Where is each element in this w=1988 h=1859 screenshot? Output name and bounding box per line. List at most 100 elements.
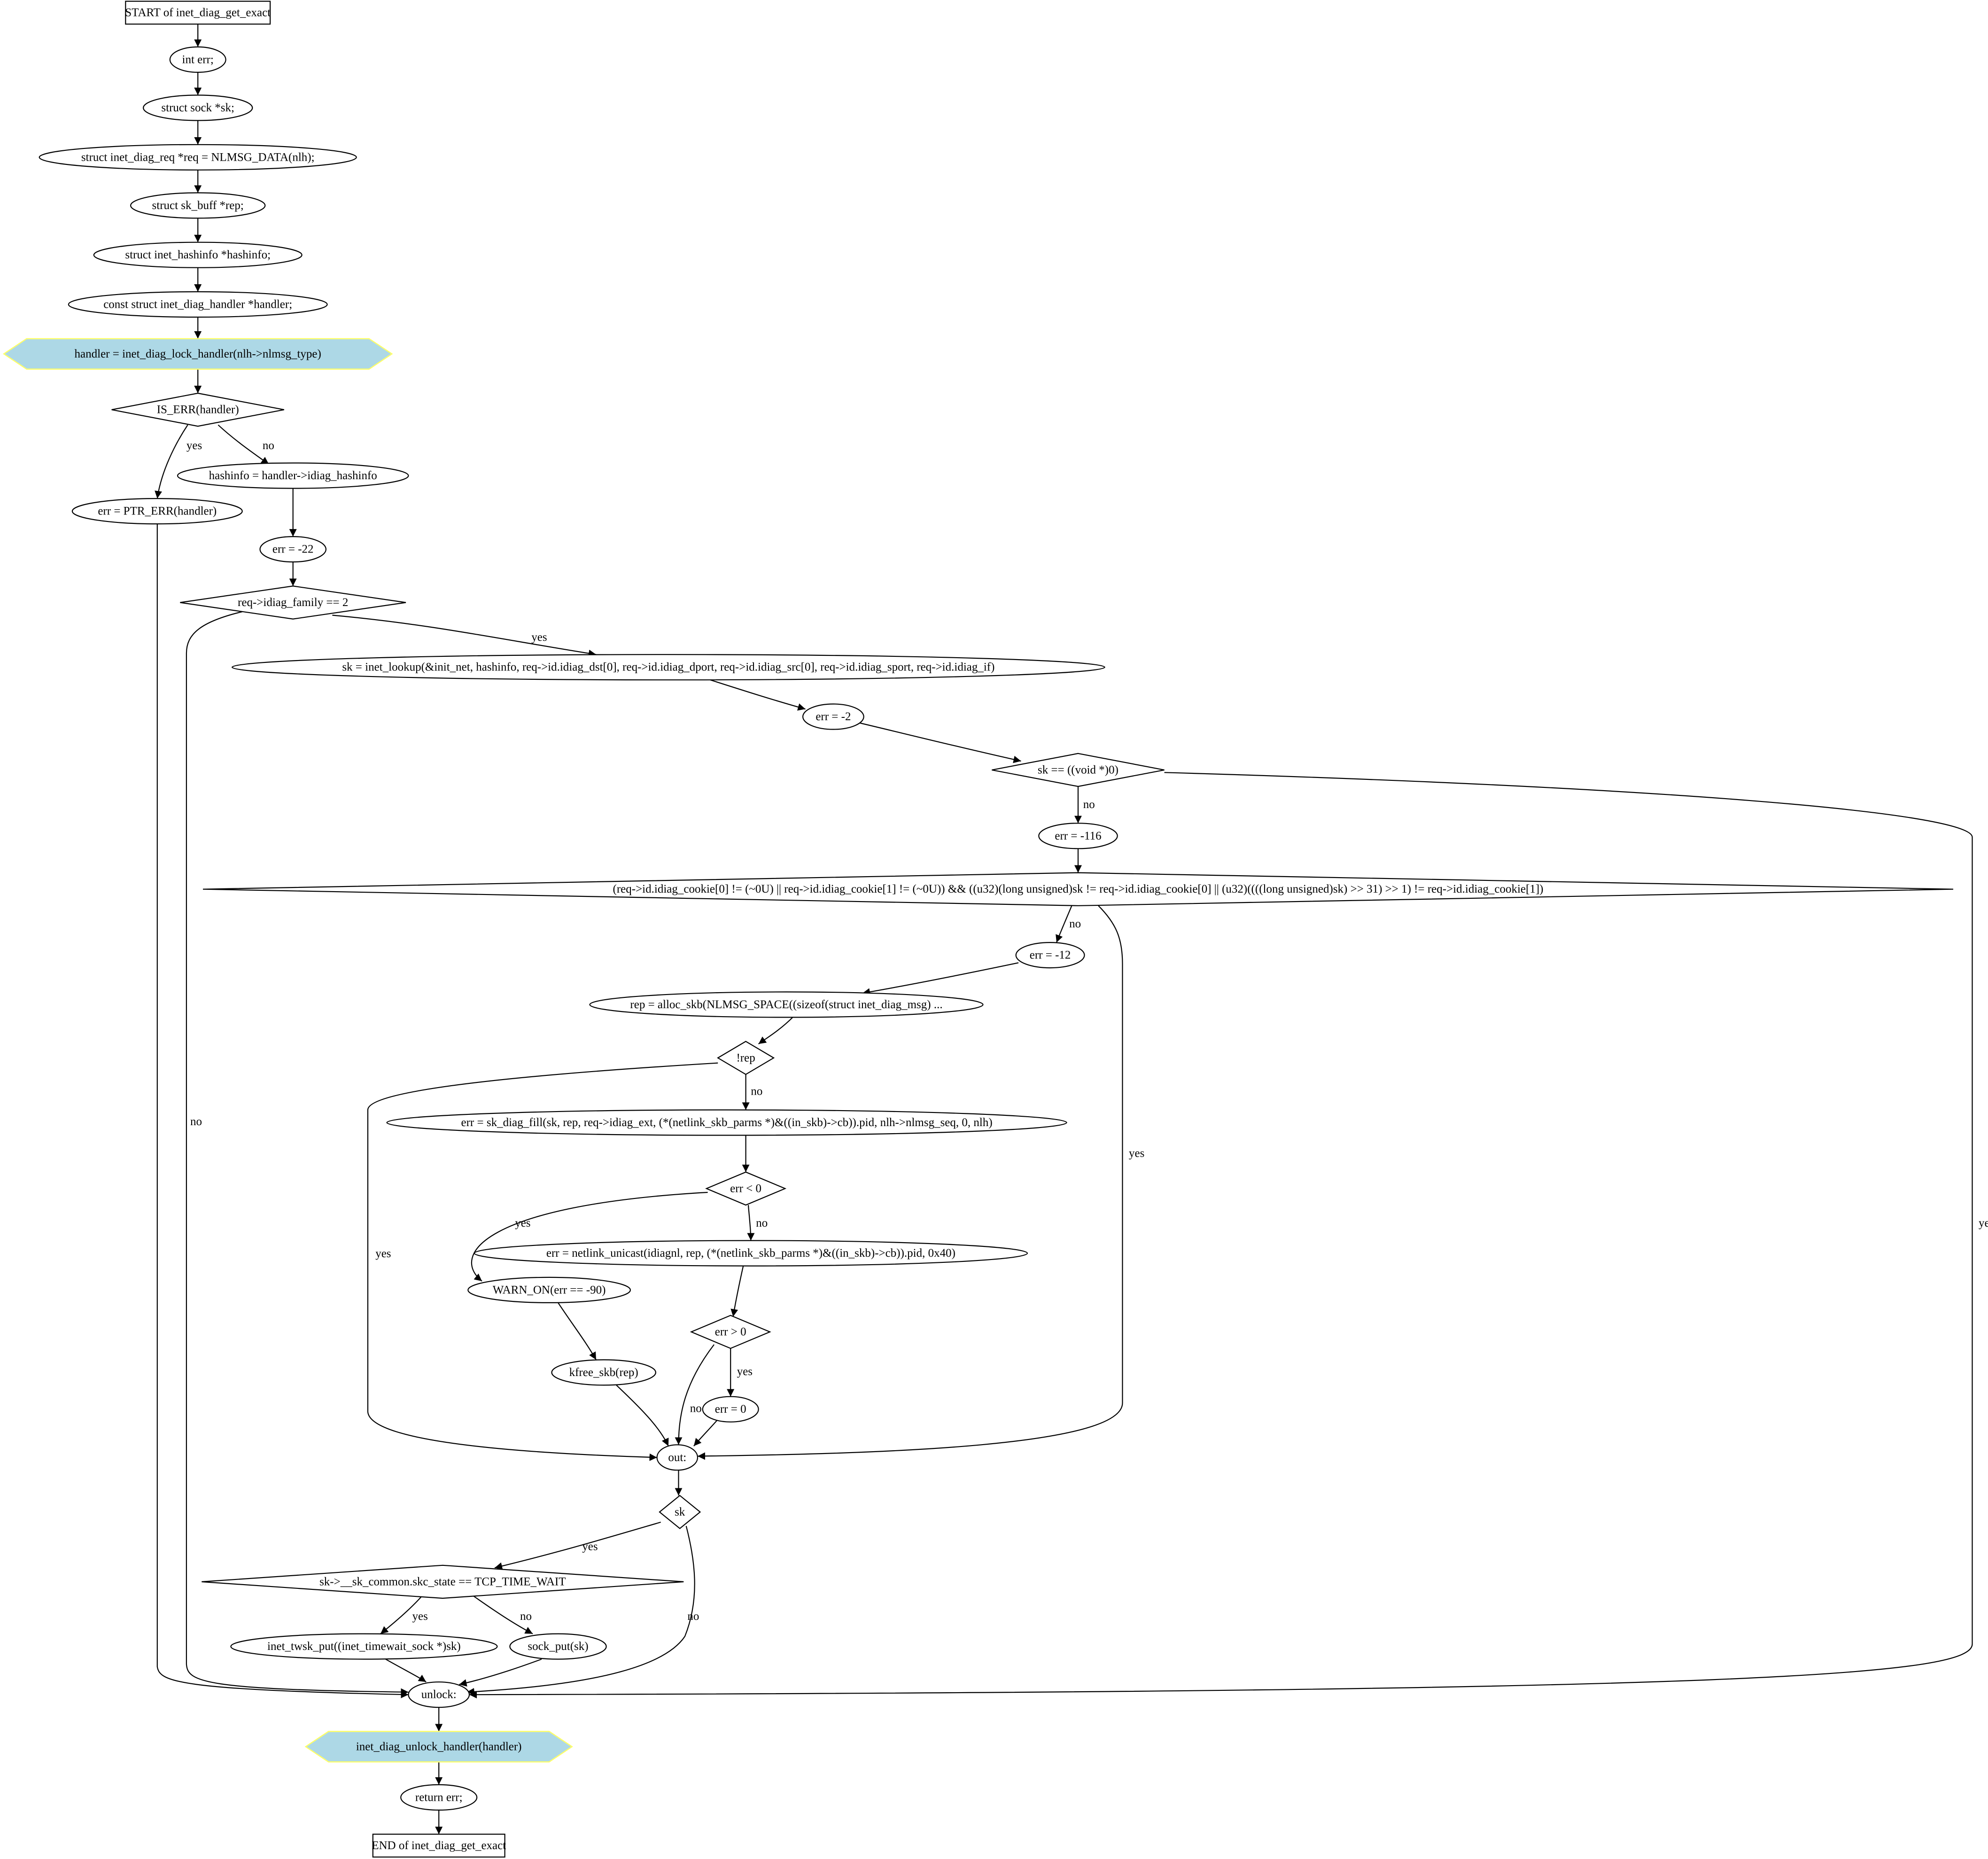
edge-label-no: no	[1083, 798, 1095, 811]
call-hexagon	[2, 338, 393, 370]
statement-ellipse	[259, 536, 326, 563]
statement-ellipse	[68, 291, 328, 318]
edge-d_rep-to-n_out	[367, 1062, 718, 1461]
statement-ellipse	[802, 703, 864, 730]
node-n-err0: err = 0	[702, 1396, 759, 1423]
edge-d_family-to-n_unlock	[186, 611, 409, 1696]
node-n-rep-decl: struct sk_buff *rep;	[130, 192, 266, 219]
node-label: return err;	[415, 1791, 463, 1804]
edge-d_is_err-to-n_ptr_err	[155, 424, 188, 499]
node-n-err22: err = -22	[259, 536, 326, 563]
node-label: err > 0	[715, 1326, 746, 1338]
edge-d_family-to-n_lookup	[332, 614, 597, 657]
node-n-warn: WARN_ON(err == -90)	[467, 1276, 631, 1303]
node-label: inet_diag_unlock_handler(handler)	[356, 1740, 522, 1753]
node-d-err-lt0: err < 0	[705, 1171, 787, 1206]
node-label: struct inet_diag_req *req = NLMSG_DATA(n…	[81, 151, 315, 163]
node-label: START of inet_diag_get_exact	[125, 7, 271, 19]
edge-label-yes: yes	[186, 439, 202, 452]
node-d-is-err: IS_ERR(handler)	[111, 392, 285, 427]
node-n-unicast: err = netlink_unicast(idiagnl, rep, (*(n…	[474, 1240, 1028, 1267]
node-n-err116: err = -116	[1038, 823, 1118, 849]
node-d-err-gt0: err > 0	[690, 1315, 771, 1349]
node-label: err = -22	[272, 543, 314, 556]
node-label: kfree_skb(rep)	[569, 1366, 638, 1379]
node-label: sk	[675, 1506, 685, 1518]
node-label: req->idiag_family == 2	[238, 596, 348, 609]
edge-label-yes: yes	[1129, 1147, 1144, 1160]
edge-d_state-to-n_twsk	[380, 1596, 422, 1634]
node-label: struct inet_hashinfo *hashinfo;	[125, 249, 271, 261]
node-label: sock_put(sk)	[528, 1640, 588, 1653]
decision-diamond	[690, 1315, 771, 1349]
terminal-box	[125, 0, 271, 25]
node-n-return: return err;	[400, 1784, 478, 1811]
node-label: rep = alloc_skb(NLMSG_SPACE((sizeof(stru…	[630, 998, 942, 1011]
edge-label-no: no	[520, 1610, 532, 1623]
statement-ellipse	[509, 1633, 607, 1660]
node-n-sockput: sock_put(sk)	[509, 1633, 607, 1660]
node-n-sock: struct sock *sk;	[143, 94, 253, 121]
node-n-kfree: kfree_skb(rep)	[551, 1359, 656, 1386]
node-n-ptr-err: err = PTR_ERR(handler)	[71, 498, 243, 525]
node-n-unlock-handler: inet_diag_unlock_handler(handler)	[304, 1731, 573, 1763]
edge-n_err0-to-n_out	[693, 1419, 719, 1447]
edge-n_unicast-to-d_err_gt0	[730, 1266, 744, 1317]
edge-n_err2-to-d_sk_null	[860, 722, 1021, 763]
decision-diamond	[202, 1564, 684, 1599]
call-hexagon	[304, 1731, 573, 1763]
statement-ellipse	[467, 1276, 631, 1303]
statement-ellipse	[589, 991, 984, 1018]
node-d-sk-null: sk == ((void *)0)	[992, 753, 1165, 787]
edge-d_cookie-to-n_out	[697, 905, 1123, 1460]
node-n-lock: handler = inet_diag_lock_handler(nlh->nl…	[2, 338, 393, 370]
edge-n_warn-to-n_kfree	[558, 1302, 597, 1360]
node-label: err = PTR_ERR(handler)	[98, 505, 217, 518]
edge-n_err12-to-n_alloc	[862, 962, 1019, 996]
statement-ellipse	[400, 1784, 478, 1811]
node-label: (req->id.idiag_cookie[0] != (~0U) || req…	[613, 883, 1544, 895]
decision-diamond	[180, 585, 406, 620]
node-n-err2: err = -2	[802, 703, 864, 730]
node-d-cookie: (req->id.idiag_cookie[0] != (~0U) || req…	[202, 872, 1954, 906]
node-d-rep: !rep	[717, 1041, 775, 1075]
edge-labels-layer: yesnonoyesnoyesnoyesnoyesyesnoyesnoyesno…	[186, 439, 1988, 1623]
statement-ellipse	[1015, 941, 1085, 969]
node-label: handler = inet_diag_lock_handler(nlh->nl…	[75, 348, 321, 360]
statement-ellipse	[702, 1396, 759, 1423]
node-label: int err;	[182, 53, 214, 66]
node-label: err = -2	[815, 710, 851, 723]
edge-d_sk-to-n_unlock	[466, 1525, 695, 1696]
node-label: sk->__sk_common.skc_state == TCP_TIME_WA…	[319, 1575, 566, 1588]
node-n-unlock: unlock:	[408, 1681, 470, 1708]
statement-ellipse	[71, 498, 243, 525]
node-label: !rep	[736, 1051, 755, 1064]
statement-ellipse	[656, 1444, 699, 1471]
node-label: err = 0	[715, 1403, 746, 1416]
node-label: END of inet_diag_get_exact	[372, 1839, 506, 1852]
statement-ellipse	[232, 654, 1105, 681]
edge-label-no: no	[1069, 918, 1081, 930]
node-label: hashinfo = handler->idiag_hashinfo	[209, 469, 377, 482]
edge-d_err_lt0-to-n_warn	[471, 1191, 708, 1282]
edge-label-yes: yes	[737, 1365, 753, 1378]
statement-ellipse	[230, 1633, 498, 1660]
node-n-twsk: inet_twsk_put((inet_timewait_sock *)sk)	[230, 1633, 498, 1660]
node-start: START of inet_diag_get_exact	[125, 0, 271, 25]
edge-label-yes: yes	[515, 1217, 530, 1229]
decision-diamond	[659, 1494, 701, 1529]
node-label: sk = inet_lookup(&init_net, hashinfo, re…	[342, 661, 994, 674]
node-label: struct sock *sk;	[161, 101, 234, 114]
node-n-err12: err = -12	[1015, 941, 1085, 969]
edge-label-no: no	[687, 1610, 699, 1623]
node-n-int-err: int err;	[169, 46, 226, 73]
node-label: err < 0	[730, 1182, 761, 1195]
statement-ellipse	[143, 94, 253, 121]
statement-ellipse	[130, 192, 266, 219]
node-end: END of inet_diag_get_exact	[372, 1834, 506, 1858]
node-n-fill: err = sk_diag_fill(sk, rep, req->idiag_e…	[386, 1109, 1067, 1136]
node-label: err = -12	[1030, 949, 1071, 962]
node-n-alloc: rep = alloc_skb(NLMSG_SPACE((sizeof(stru…	[589, 991, 984, 1018]
node-n-handler-decl: const struct inet_diag_handler *handler;	[68, 291, 328, 318]
